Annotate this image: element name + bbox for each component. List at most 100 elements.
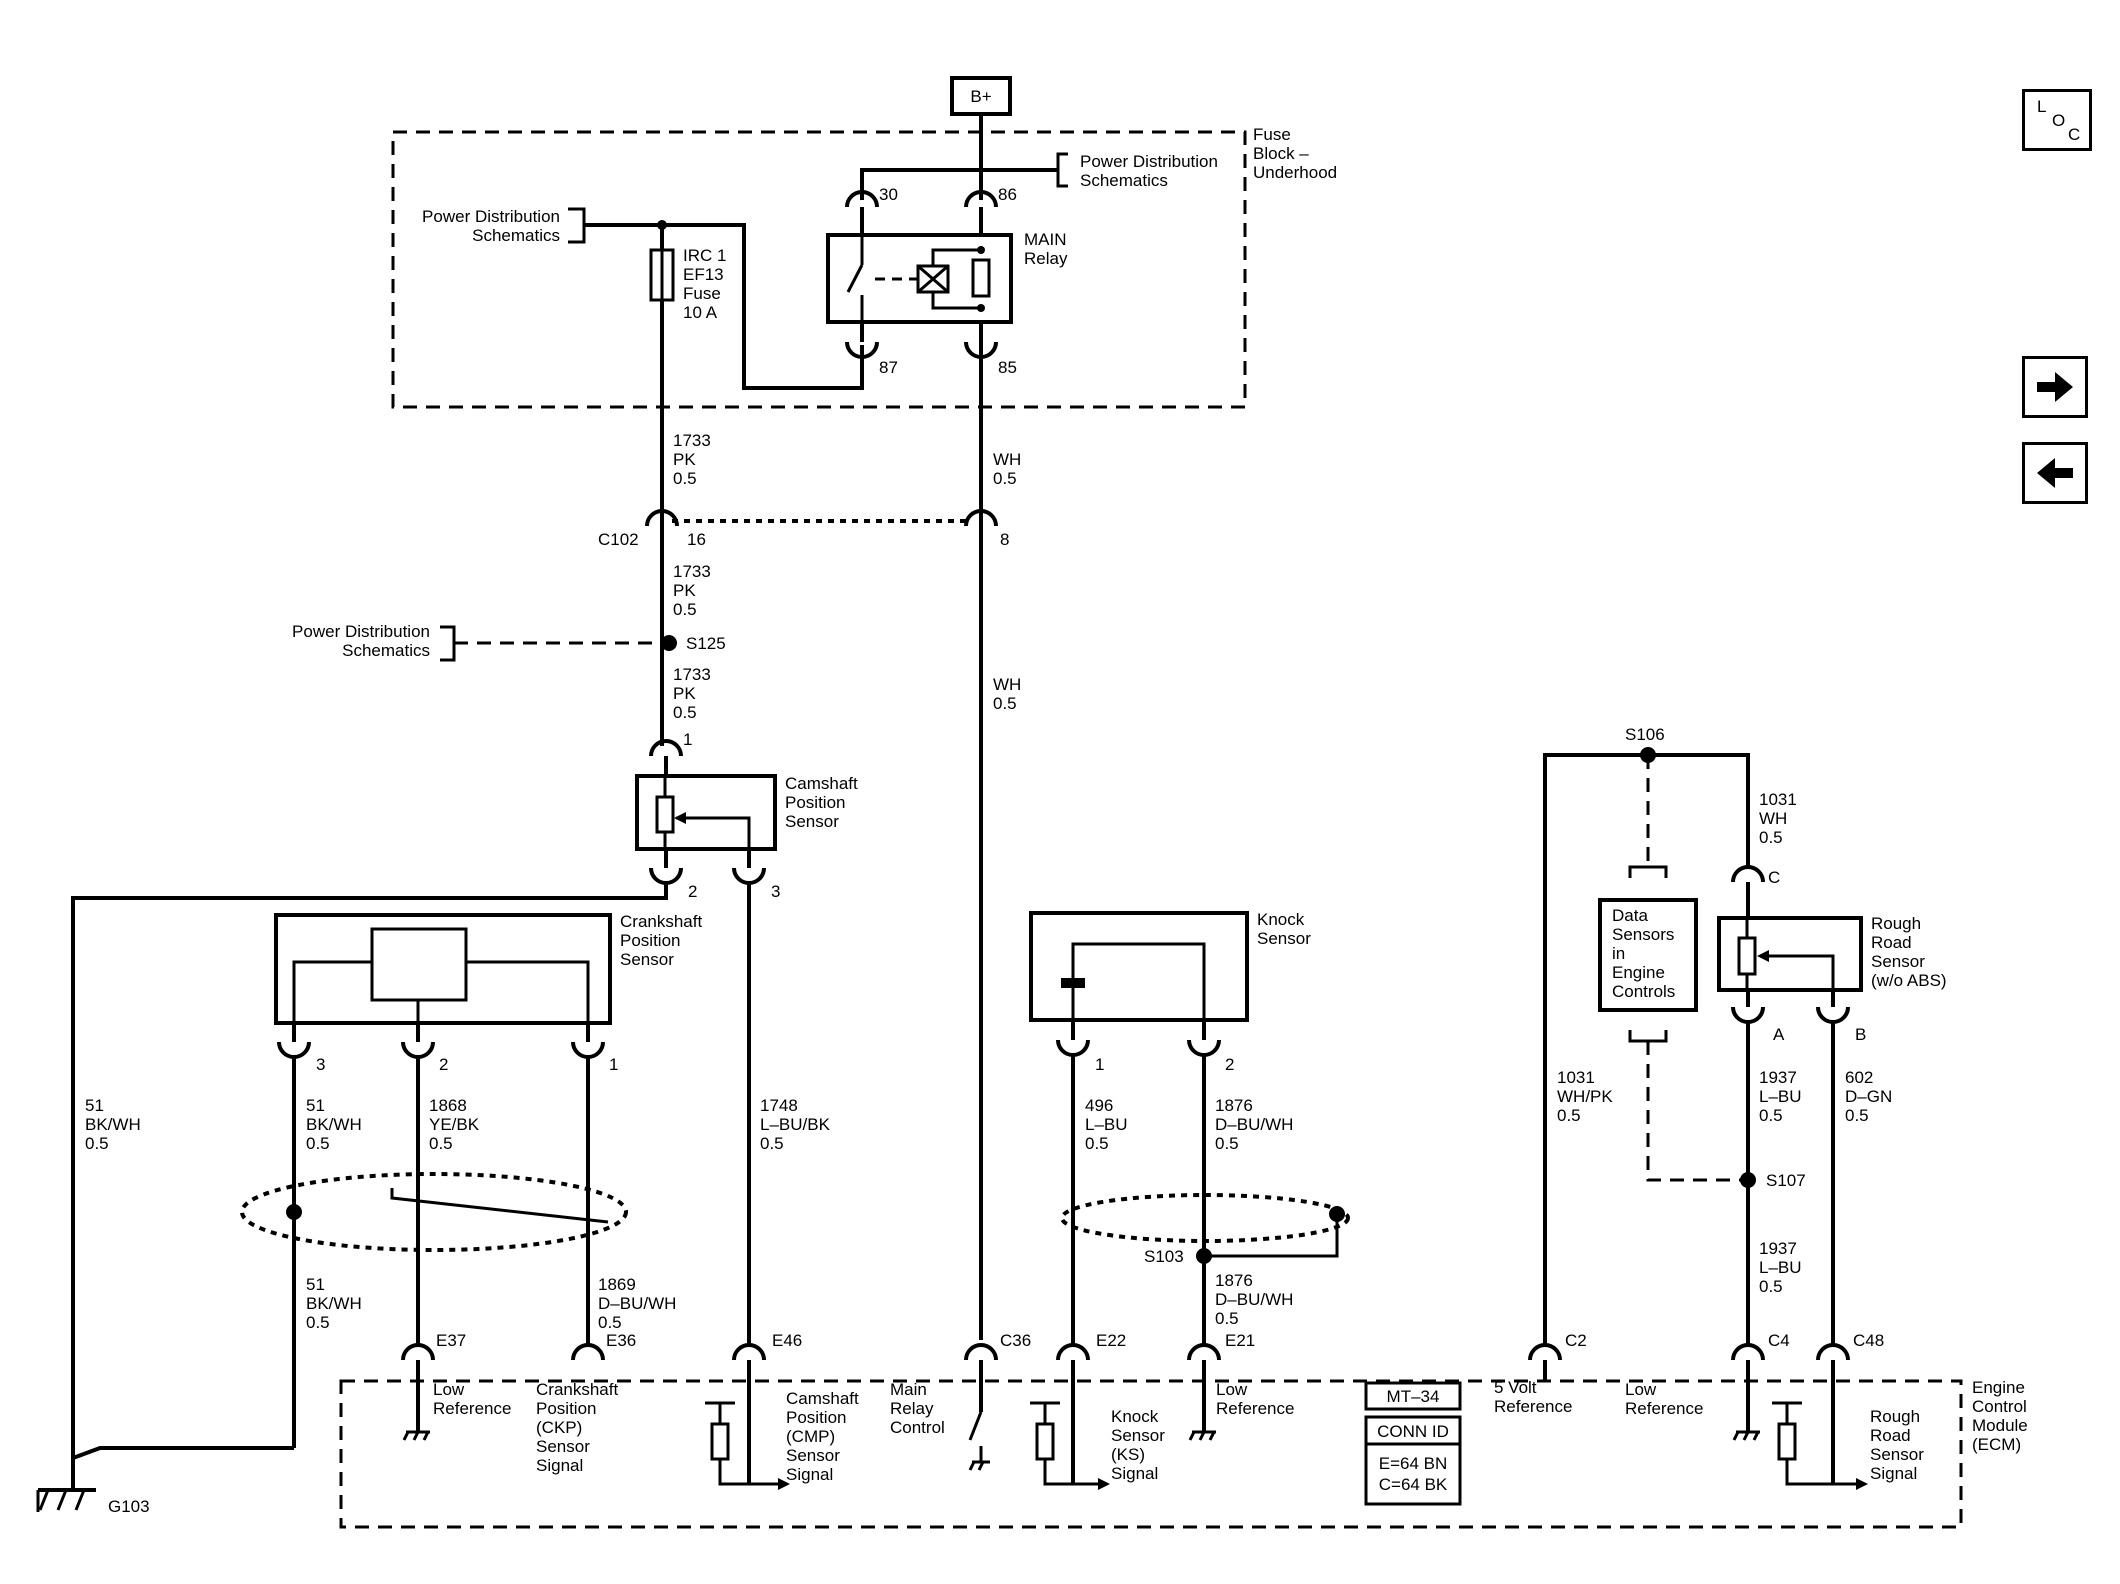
previous-page-button[interactable] [2022,442,2088,504]
splice-s107-label: S107 [1766,1171,1806,1190]
relay-pin-30: 30 [879,185,898,204]
camshaft-position-sensor [635,739,777,885]
connector-c102 [645,509,998,527]
rough-road-pin-b: B [1855,1025,1866,1044]
loc-letter-l: L [2037,97,2047,116]
knock-pin-1: 1 [1095,1055,1104,1074]
arrow-left-icon [2037,458,2073,488]
relay-pin-85: 85 [998,358,1017,377]
splice-s125-label: S125 [686,634,726,653]
loc-letter-c: C [2068,125,2081,144]
crankshaft-pin-2: 2 [439,1055,448,1074]
svg-text:CONN ID: CONN ID [1377,1422,1449,1441]
ecm-pin-e36: E36 [606,1331,636,1350]
ecm-relay-driver [968,1360,990,1471]
next-page-button[interactable] [2022,356,2088,418]
svg-text:C=64 BK: C=64 BK [1379,1475,1448,1494]
battery-positive-box: B+ [950,76,1012,116]
ecm-pin-c36: C36 [1000,1331,1031,1350]
bracket-86 [1056,152,1068,188]
main-relay [826,190,1013,1340]
ecm-internal-grounds [402,1360,1760,1441]
ecm-pin-e21: E21 [1225,1331,1255,1350]
relay-pin-87: 87 [879,358,898,377]
rough-road-pin-c: C [1768,868,1780,887]
splice-s106-label: S106 [1625,725,1665,744]
splice-s103 [1196,1248,1212,1264]
svg-text:E=64 BN: E=64 BN [1379,1454,1448,1473]
ecm-pin-c4: C4 [1768,1331,1790,1350]
ground-g103 [36,1458,96,1512]
relay-pin-86: 86 [998,185,1017,204]
svg-text:B+: B+ [970,87,991,106]
loc-letter-o: O [2052,111,2066,130]
shield-ellipse-ckp [240,1172,628,1252]
connector-pin-16: 16 [687,530,706,549]
connector-pin-8: 8 [1000,530,1009,549]
camshaft-pin-1: 1 [683,730,692,749]
ecm-pin-e22: E22 [1096,1331,1126,1350]
crankshaft-pin-1: 1 [609,1055,618,1074]
shield-ellipse-ks [1060,1193,1350,1243]
crankshaft-pin-3: 3 [316,1055,325,1074]
locator-button[interactable]: L O C [2022,89,2092,151]
fuse-block-outline [391,130,1247,409]
camshaft-pin-3: 3 [771,882,780,901]
knock-pin-2: 2 [1225,1055,1234,1074]
rough-road-pin-a: A [1773,1025,1785,1044]
ground-g103-label: G103 [108,1497,150,1516]
ecm-mt-box: MT–34 [1364,1381,1462,1411]
ecm-pin-c48: C48 [1853,1331,1884,1350]
ecm-input-ks [1030,1360,1110,1490]
arrow-right-icon [2037,372,2073,402]
rough-road-sensor [1717,865,1863,1024]
ecm-conn-id-box: CONN ID E=64 BN C=64 BK [1364,1415,1462,1506]
ecm-connector-pins [401,1343,1850,1361]
svg-text:MT–34: MT–34 [1387,1387,1440,1406]
ecm-pin-e46: E46 [772,1331,802,1350]
crankshaft-position-sensor [274,913,612,1059]
splice-s125 [661,635,677,651]
ecm-input-rough-road [1772,1360,1868,1490]
ecm-outline [339,1379,1963,1529]
connector-c102-label: C102 [598,530,639,549]
